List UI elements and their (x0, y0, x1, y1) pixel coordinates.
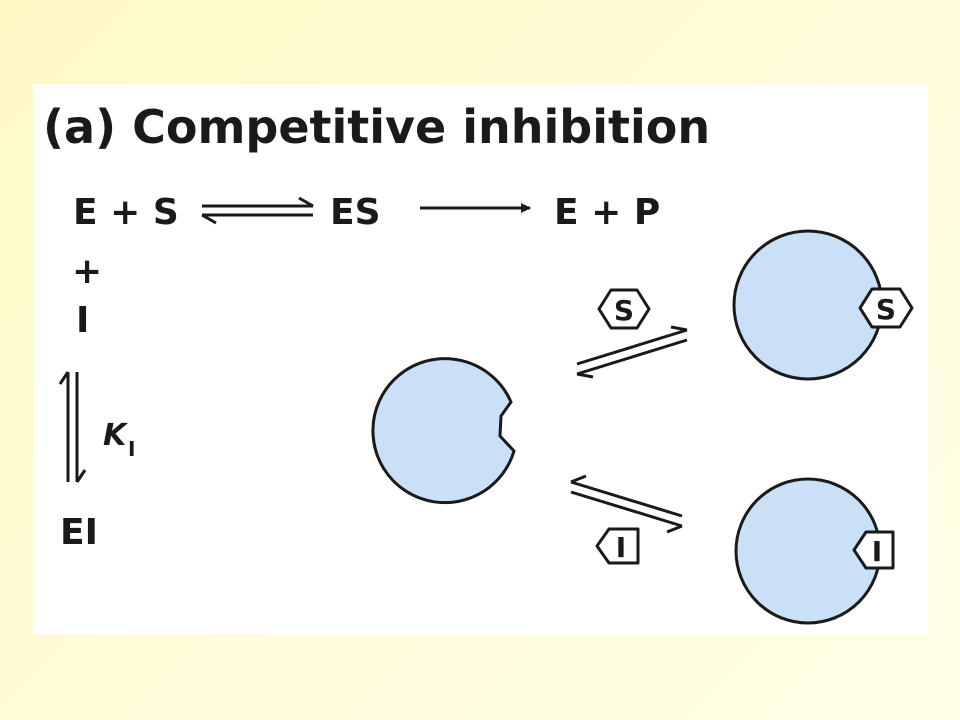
substrate-label: S (614, 294, 634, 327)
ei-label: EI (60, 512, 98, 553)
constant-subscript: I (128, 437, 135, 461)
inhibitor-block: I (595, 527, 640, 565)
competitive-inhibition-diagram: (a) Competitive inhibition E + S ES E + … (43, 100, 914, 625)
bound-inhibitor-label: I (872, 535, 882, 568)
complex-label: ES (330, 192, 381, 233)
products-label: E + P (554, 192, 660, 233)
bound-inhibitor-block: I (852, 530, 895, 570)
equilibrium-arrows-upper (576, 325, 688, 379)
floating-inhibitor-label: I (616, 531, 626, 564)
equilibrium-arrows-lower (570, 474, 683, 534)
constant-k: K (103, 418, 129, 453)
enzyme-substrate-complex (732, 229, 884, 381)
inhibitor-label: I (76, 300, 89, 341)
bound-substrate-label: S (876, 293, 896, 326)
figure-title: (a) Competitive inhibition (43, 100, 710, 154)
substrate-hexagon: S (597, 288, 651, 330)
figure-panel: (a) Competitive inhibition E + S ES E + … (33, 84, 928, 635)
free-enzyme (371, 357, 516, 505)
reactants-label: E + S (73, 192, 179, 233)
bound-substrate-hexagon: S (858, 287, 914, 329)
equilibrium-arrows-top (201, 196, 314, 225)
equilibrium-arrows-vertical (58, 371, 87, 483)
plus-sign: + (72, 251, 102, 292)
